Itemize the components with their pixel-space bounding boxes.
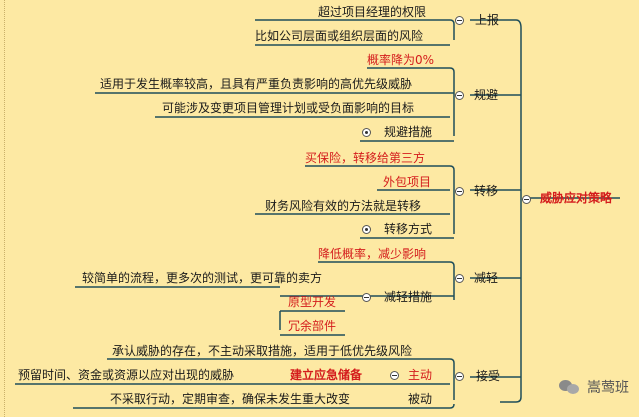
root-node-label[interactable]: 威胁应对策略 — [540, 191, 613, 205]
accept-item-4: 被动 — [408, 392, 433, 406]
transfer-item-1: 外包项目 — [383, 175, 432, 189]
watermark-text: 嵩莺班 — [587, 380, 629, 396]
left-edge-divider — [0, 0, 5, 417]
transfer-item-3[interactable]: 转移方式 — [384, 222, 433, 236]
mitigate-item-1: 较简单的流程，更多次的测试，更可靠的卖方 — [82, 271, 323, 285]
accept-item-2: 预留时间、资金或资源以应对出现的威胁 — [18, 368, 235, 382]
transfer-item-2: 财务风险有效的方法就是转移 — [265, 199, 422, 213]
branch-label-avoid[interactable]: 规避 — [474, 88, 499, 102]
branch-avoid-collapse-icon[interactable] — [455, 91, 464, 100]
branch-mitigate-collapse-icon[interactable] — [455, 274, 464, 283]
avoid-item-2: 可能涉及变更项目管理计划或受负面影响的目标 — [162, 101, 415, 115]
mitigate-item-3: 原型开发 — [288, 295, 337, 309]
transfer-item-0: 买保险，转移给第三方 — [305, 151, 426, 165]
watermark: 嵩莺班 — [559, 377, 629, 397]
branch-label-report[interactable]: 上报 — [475, 13, 500, 27]
branch-accept-collapse-icon[interactable] — [455, 372, 464, 381]
accept-item-3: 建立应急储备 — [290, 368, 363, 382]
mitigate-item-2[interactable]: 减轻措施 — [384, 290, 433, 304]
branch-label-transfer[interactable]: 转移 — [474, 184, 499, 198]
report-item-0: 超过项目经理的权限 — [318, 5, 427, 19]
root-collapse-icon[interactable] — [522, 195, 531, 204]
branch-transfer-collapse-icon[interactable] — [455, 187, 464, 196]
accept-active-collapse-icon[interactable] — [390, 371, 399, 380]
report-item-1: 比如公司层面或组织层面的风险 — [255, 29, 424, 43]
avoid-measures-expand-icon[interactable] — [362, 128, 371, 137]
avoid-item-1: 适用于发生概率较高，且具有严重负责影响的高优先级威胁 — [100, 77, 413, 91]
mitigate-measures-collapse-icon[interactable] — [362, 293, 371, 302]
branch-label-mitigate[interactable]: 减轻 — [474, 271, 499, 285]
mitigate-item-0: 降低概率，减少影响 — [318, 247, 427, 261]
transfer-method-expand-icon[interactable] — [362, 225, 371, 234]
accept-item-5: 不采取行动，定期审查，确保未发生重大改变 — [110, 392, 351, 406]
mitigate-item-4: 冗余部件 — [288, 319, 337, 333]
branch-report-collapse-icon[interactable] — [455, 16, 464, 25]
accept-item-0: 承认威胁的存在，不主动采取措施，适用于低优先级风险 — [112, 344, 413, 358]
avoid-item-3[interactable]: 规避措施 — [384, 125, 433, 139]
avoid-item-0: 概率降为0% — [367, 53, 435, 67]
wechat-icon — [559, 378, 581, 396]
accept-item-1: 主动 — [408, 368, 433, 382]
branch-label-accept[interactable]: 接受 — [476, 369, 501, 383]
